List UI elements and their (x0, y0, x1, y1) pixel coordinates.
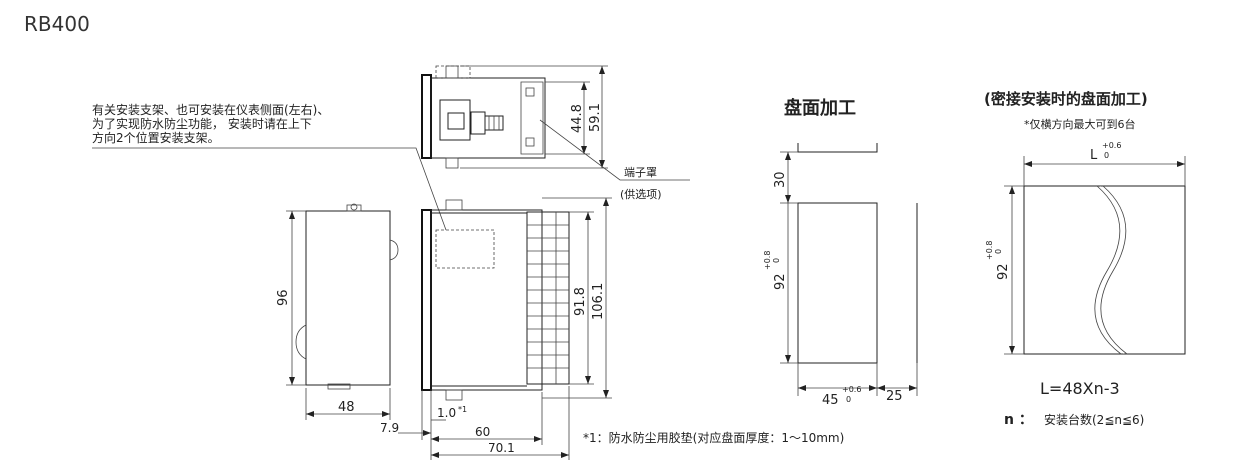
side-view: 91.8 106.1 (398, 197, 612, 460)
bracket-note-line2: 为了实现防水防尘功能， 安装时请在上下 (92, 116, 312, 131)
top-view: 44.8 59.1 (421, 65, 690, 181)
dim-60: 60 (475, 425, 490, 439)
close-mount-heading: (密接安装时的盘面加工) (984, 90, 1148, 108)
bracket-note-line3: 方向2个位置安装支架。 (92, 130, 220, 145)
panel-dim-45-tol-lo: 0 (846, 395, 851, 404)
bracket-note-line1: 有关安装支架、也可安装在仪表侧面(左右)、 (92, 102, 329, 117)
panel-dim-25: 25 (886, 389, 903, 404)
dim-59-1: 59.1 (588, 103, 603, 132)
panel-dim-30: 30 (773, 171, 788, 188)
footnote-gasket: *1：防水防尘用胶垫(对应盘面厚度：1～10mm) (583, 430, 844, 445)
dim-1-0: 1.0 (437, 406, 456, 420)
dim-91-8: 91.8 (573, 287, 588, 316)
panel-dim-92-tol-hi: +0.8 (763, 251, 772, 270)
dim-44-8: 44.8 (570, 104, 585, 133)
panel-dim-92: 92 (773, 273, 788, 290)
close-mount-dim-L: L (1090, 148, 1098, 163)
panel-cut-drawing (780, 143, 918, 396)
optional-label: (供选项) (620, 187, 662, 201)
close-mount-formula: L=48Xn-3 (1040, 379, 1120, 398)
panel-cut-heading: 盘面加工 (784, 97, 856, 119)
close-mount-dim-92-tol-hi: +0.8 (985, 241, 994, 260)
close-mount-dim-L-tol-lo: 0 (1104, 151, 1109, 160)
close-mount-dim-92-tol-lo: 0 (994, 249, 1003, 254)
close-mount-n-label: n ： (1004, 412, 1033, 428)
terminal-fins (527, 212, 569, 384)
page-title: RB400 (24, 12, 90, 36)
bracket-leader-line (92, 147, 447, 231)
dim-7-9: 7.9 (380, 421, 399, 435)
dim-1-0-footnote-mark: *1 (458, 405, 467, 414)
close-mount-drawing (1004, 156, 1186, 355)
close-mount-dim-L-tol-hi: +0.6 (1102, 141, 1121, 150)
terminal-cover-label: 端子罩 (624, 166, 657, 179)
panel-dim-45-tol-hi: +0.6 (842, 385, 861, 394)
panel-dim-45: 45 (822, 393, 839, 408)
terminal-cover-leader (539, 119, 690, 181)
close-mount-dim-92: 92 (996, 263, 1011, 280)
close-mount-n-text: 安装台数(2≦n≦6) (1044, 412, 1144, 427)
dim-48: 48 (338, 400, 355, 415)
dim-106-1: 106.1 (591, 283, 606, 320)
close-mount-subnote: *仅横方向最大可到6台 (1024, 117, 1136, 131)
panel-dim-92-tol-lo: 0 (772, 258, 781, 263)
dim-70-1: 70.1 (488, 441, 515, 455)
dim-96: 96 (276, 289, 291, 306)
front-view: 96 48 (276, 203, 399, 420)
